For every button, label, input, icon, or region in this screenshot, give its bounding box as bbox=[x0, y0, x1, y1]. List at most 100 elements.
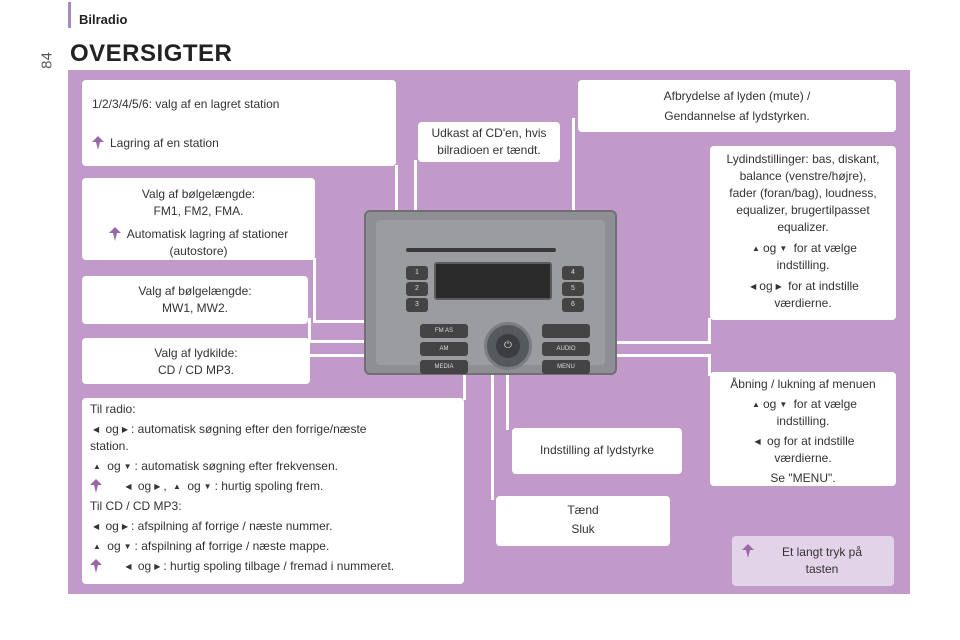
connector-eject bbox=[414, 160, 417, 242]
menu-button[interactable]: MENU bbox=[542, 360, 590, 374]
callout-power: Tænd Sluk bbox=[496, 496, 670, 546]
menu-adj2: værdierne. bbox=[774, 451, 832, 465]
arrow-right-icon: ▶ bbox=[775, 282, 782, 291]
callout-presets: 1/2/3/4/5/6: valg af en lagret station L… bbox=[82, 80, 396, 166]
connector-menu-h bbox=[570, 354, 710, 357]
page-number: 84 bbox=[38, 52, 56, 69]
audio-og2: og bbox=[759, 279, 773, 293]
tuning-og7: og bbox=[137, 559, 152, 573]
audio-l4: equalizer, brugertilpasset bbox=[736, 203, 870, 217]
am-button[interactable]: AM bbox=[420, 342, 468, 356]
arrow-left-icon: ◀ bbox=[125, 482, 132, 491]
connector-menu bbox=[708, 354, 711, 376]
callout-tuning: Til radio: ◀ og▶: automatisk søgning eft… bbox=[82, 398, 464, 584]
radio-unit: 1 2 3 4 5 6 FM AS AM MEDIA AUDIO MENU ⏻ bbox=[364, 210, 617, 375]
arrow-down-icon: ▼ bbox=[203, 482, 212, 491]
source-line1: Valg af lydkilde: bbox=[154, 346, 238, 360]
tip-icon bbox=[92, 136, 104, 150]
longpress-line1: Et langt tryk på bbox=[781, 545, 863, 559]
tip-icon bbox=[90, 559, 102, 573]
audio-l1: Lydindstillinger: bas, diskant, bbox=[726, 152, 880, 166]
callout-longpress: Et langt tryk på tasten bbox=[732, 536, 894, 586]
menu-l1: Åbning / lukning af menuen bbox=[730, 377, 876, 391]
arrow-up-icon: ▲ bbox=[752, 400, 760, 409]
callout-audio: Lydindstillinger: bas, diskant, balance … bbox=[710, 146, 896, 320]
connector-audio bbox=[708, 318, 711, 344]
audio-sel2: indstilling. bbox=[776, 258, 830, 272]
callout-am-band: Valg af bølgelængde: MW1, MW2. bbox=[82, 276, 308, 324]
connector-media-h bbox=[310, 354, 408, 357]
arrow-right-icon: ▶ bbox=[121, 425, 129, 434]
fm-band-tip2: (autostore) bbox=[169, 244, 228, 258]
tuning-c2: : afspilning af forrige / næste mappe. bbox=[134, 539, 330, 553]
mute-line2: Gendannelse af lydstyrken. bbox=[664, 109, 810, 123]
eject-line2: bilradioen er tændt. bbox=[437, 143, 541, 157]
tip-icon bbox=[108, 227, 121, 241]
fm-band-line1: Valg af bølgelængde: bbox=[141, 187, 256, 201]
arrow-right-icon: ▶ bbox=[121, 522, 129, 531]
section-accent-bar bbox=[68, 2, 71, 28]
tuning-og2: og bbox=[107, 459, 121, 473]
audio-l3: fader (foran/bag), loudness, bbox=[729, 186, 877, 200]
section-name: Bilradio bbox=[79, 12, 128, 27]
audio-button[interactable]: AUDIO bbox=[542, 342, 590, 356]
arrow-left-icon: ◀ bbox=[125, 562, 132, 571]
connector-volume bbox=[506, 340, 509, 430]
radio-faceplate: 1 2 3 4 5 6 FM AS AM MEDIA AUDIO MENU bbox=[376, 220, 605, 374]
arrow-up-icon: ▲ bbox=[93, 542, 101, 551]
preset-button-4[interactable]: 4 bbox=[562, 266, 584, 280]
tuning-c1: : afspilning af forrige / næste nummer. bbox=[131, 519, 333, 533]
arrow-right-icon: ▶ bbox=[154, 482, 161, 491]
volume-knob[interactable]: ⏻ bbox=[484, 322, 532, 370]
connector-presets bbox=[395, 165, 398, 245]
tuning-r2: : automatisk søgning efter frekvensen. bbox=[134, 459, 338, 473]
menu-og: og bbox=[762, 397, 777, 411]
arrow-up-icon: ▲ bbox=[173, 482, 181, 491]
power-icon[interactable]: ⏻ bbox=[496, 334, 520, 358]
presets-tip: Lagring af en station bbox=[110, 136, 219, 150]
preset-button-5[interactable]: 5 bbox=[562, 282, 584, 296]
tuning-r3: : hurtig spoling frem. bbox=[214, 479, 324, 493]
arrow-up-icon: ▲ bbox=[93, 462, 101, 471]
media-button[interactable]: MEDIA bbox=[420, 360, 468, 374]
tuning-cd-head: Til CD / CD MP3: bbox=[90, 499, 182, 513]
mute-button[interactable] bbox=[542, 324, 590, 338]
power-line1: Tænd bbox=[567, 503, 599, 517]
connector-am bbox=[308, 318, 311, 342]
eject-line1: Udkast af CD'en, hvis bbox=[431, 126, 547, 140]
radio-display bbox=[434, 262, 552, 300]
cd-slot[interactable] bbox=[406, 248, 556, 252]
tuning-c3: : hurtig spoling tilbage / fremad i numm… bbox=[163, 559, 395, 573]
callout-volume: Indstilling af lydstyrke bbox=[512, 428, 682, 474]
preset-button-1[interactable]: 1 bbox=[406, 266, 428, 280]
preset-button-6[interactable]: 6 bbox=[562, 298, 584, 312]
preset-button-3[interactable]: 3 bbox=[406, 298, 428, 312]
callout-eject: Udkast af CD'en, hvis bilradioen er tænd… bbox=[418, 122, 560, 162]
am-band-line2: MW1, MW2. bbox=[162, 301, 228, 315]
arrow-left-icon: ◀ bbox=[754, 437, 761, 446]
audio-og: og bbox=[762, 241, 777, 255]
callout-menu: Åbning / lukning af menuen ▲og▼ for at v… bbox=[710, 372, 896, 486]
arrow-left-icon: ◀ bbox=[750, 282, 757, 291]
callout-fm-band: Valg af bølgelængde: FM1, FM2, FMA. Auto… bbox=[82, 178, 315, 260]
arrow-left-icon: ◀ bbox=[93, 425, 100, 434]
tuning-og3: og bbox=[137, 479, 152, 493]
connector-fm bbox=[313, 258, 316, 322]
power-line2: Sluk bbox=[571, 522, 595, 536]
menu-adj-og: og bbox=[767, 434, 781, 448]
source-line2: CD / CD MP3. bbox=[157, 363, 234, 377]
callout-mute: Afbrydelse af lyden (mute) / Gendannelse… bbox=[578, 80, 896, 132]
tuning-comma: , bbox=[163, 479, 167, 493]
arrow-up-icon: ▲ bbox=[752, 244, 760, 253]
tuning-og5: og bbox=[105, 519, 119, 533]
preset-button-2[interactable]: 2 bbox=[406, 282, 428, 296]
arrow-left-icon: ◀ bbox=[93, 522, 100, 531]
tip-icon bbox=[742, 544, 754, 558]
fm-as-button[interactable]: FM AS bbox=[420, 324, 468, 338]
tuning-og: og bbox=[105, 422, 119, 436]
presets-text: 1/2/3/4/5/6: valg af en lagret station bbox=[92, 97, 280, 111]
longpress-line2: tasten bbox=[805, 562, 839, 576]
tip-icon bbox=[90, 479, 102, 493]
fm-band-line2: FM1, FM2, FMA. bbox=[153, 204, 244, 218]
mute-line1: Afbrydelse af lyden (mute) / bbox=[663, 89, 811, 103]
